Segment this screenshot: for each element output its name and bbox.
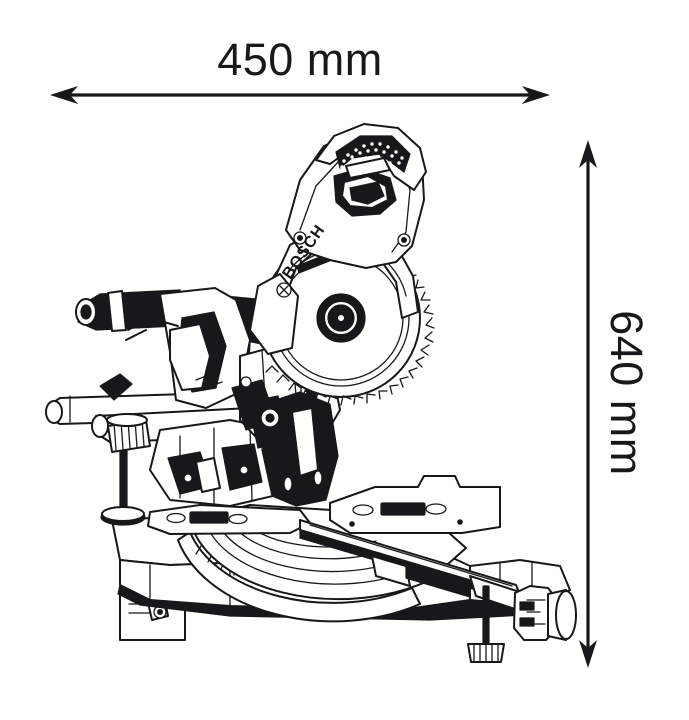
leveling-foot — [467, 585, 505, 663]
lower-blade-guard — [231, 379, 339, 507]
height-dimension-arrow — [579, 140, 597, 668]
grip-texture — [340, 142, 404, 169]
width-dimension-arrow — [50, 86, 550, 104]
table-lock-handle — [513, 585, 577, 641]
width-dimension-label: 450 mm — [217, 34, 383, 85]
height-dimension-label: 640 mm — [601, 310, 652, 476]
hardware-details — [195, 371, 280, 428]
carriage-arm — [99, 287, 251, 409]
bevel-lock-knob — [106, 413, 151, 453]
fence — [147, 475, 501, 535]
miter-saw-illustration: BOSCH — [45, 123, 577, 663]
trigger-switch — [345, 157, 391, 179]
main-handle — [315, 123, 427, 217]
